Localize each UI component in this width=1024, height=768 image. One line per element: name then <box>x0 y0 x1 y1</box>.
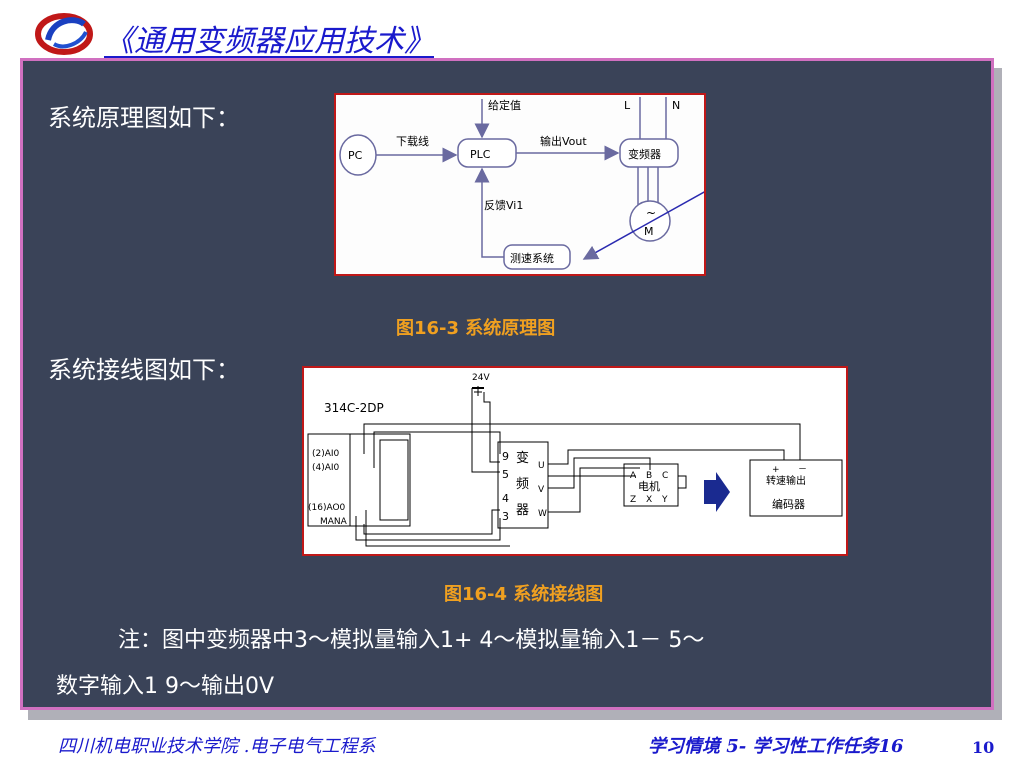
label-a: A <box>630 471 637 481</box>
label-output: 输出Vout <box>540 134 587 148</box>
page-title: 《通用变频器应用技术》 <box>104 24 434 59</box>
label-vfd-3: 器 <box>516 503 529 518</box>
note-text: 注：图中变频器中3～模拟量输入1+ 4～模拟量输入1－ 5～ 数字输入1 9～输… <box>56 618 956 710</box>
label-speed-out: 转速输出 <box>766 474 806 487</box>
page-number: 10 <box>972 738 995 757</box>
label-plc-model: 314C-2DP <box>324 401 384 415</box>
label-L: L <box>624 99 631 112</box>
label-pc: PC <box>348 149 363 162</box>
label-ai0-2: (2)AI0 <box>312 449 340 459</box>
motor-node <box>629 200 671 242</box>
label-minus: － <box>798 465 807 475</box>
label-y: Y <box>661 495 668 505</box>
vfd-node <box>619 138 679 168</box>
label-c: C <box>662 471 668 481</box>
label-motor: 电机 <box>638 479 660 493</box>
label-t5: 5 <box>502 468 509 481</box>
note-line-1: 注：图中变频器中3～模拟量输入1+ 4～模拟量输入1－ 5～ <box>118 628 705 653</box>
label-t9: 9 <box>502 450 509 463</box>
label-u: U <box>538 461 545 471</box>
label-encoder: 编码器 <box>772 497 805 511</box>
caption-figure1: 图16-3 系统原理图 <box>396 318 556 339</box>
label-24v: 24V <box>472 373 490 383</box>
heading-schematic: 系统原理图如下： <box>48 104 240 132</box>
note-line-2: 数字输入1 9～输出0V <box>56 674 275 699</box>
label-ai0-4: (4)AI0 <box>312 463 340 473</box>
label-b: B <box>646 471 652 481</box>
label-z: Z <box>630 495 636 505</box>
label-vfd-2: 频 <box>516 477 529 492</box>
label-N: N <box>672 99 680 112</box>
figure-wiring: 24V 314C-2DP (2)AI0 (4)AI0 (16)AO0 MANA … <box>302 366 848 556</box>
label-feedback: 反馈Vi1 <box>484 199 523 212</box>
caption-figure2: 图16-4 系统接线图 <box>444 584 604 605</box>
label-v: V <box>538 485 545 495</box>
label-speed-system: 测速系统 <box>510 252 554 265</box>
label-t4: 4 <box>502 492 509 505</box>
label-ao0-16: (16)AO0 <box>308 503 346 513</box>
footer-course: 学习情境 5- 学习性工作任务16 <box>648 736 904 757</box>
label-plc: PLC <box>470 148 491 161</box>
label-vfd: 变频器 <box>628 147 661 161</box>
heading-wiring: 系统接线图如下： <box>48 356 240 384</box>
label-download: 下载线 <box>396 134 429 148</box>
label-motor-symbol: ~ <box>646 206 656 220</box>
logo-icon <box>34 10 96 56</box>
label-x: X <box>646 495 652 505</box>
label-w: W <box>538 509 547 519</box>
figure-system-principle: 给定值 L N PC 下载线 PLC 输出Vout 变频器 ~ M 测速系统 <box>334 93 707 276</box>
label-motor: M <box>644 225 654 238</box>
label-mana: MANA <box>320 517 348 527</box>
label-plus: + <box>772 465 780 475</box>
label-setpoint: 给定值 <box>488 98 521 112</box>
label-vfd-1: 变 <box>516 450 529 466</box>
label-t3: 3 <box>502 510 509 523</box>
footer-institution: 四川机电职业技术学院 .电子电气工程系 <box>58 736 376 757</box>
